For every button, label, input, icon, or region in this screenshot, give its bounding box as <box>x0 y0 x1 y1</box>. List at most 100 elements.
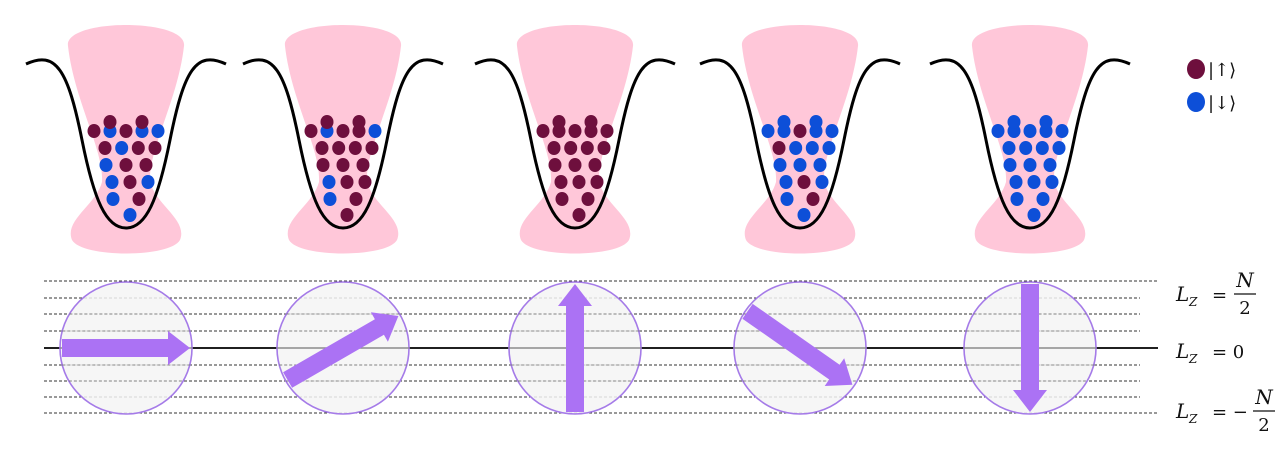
atom-spin-down <box>825 124 839 138</box>
atom-spin-down <box>1039 115 1053 129</box>
potential-well <box>929 58 1131 230</box>
atom-spin-up <box>568 158 582 172</box>
level-top-eq: = <box>1212 285 1227 306</box>
atom-spin-down <box>1045 175 1059 189</box>
legend-spin-up-dot <box>1187 59 1205 79</box>
atom-spin-up <box>536 124 550 138</box>
atom-spin-up <box>304 124 318 138</box>
atom-spin-up <box>340 208 354 222</box>
atom-spin-down <box>777 115 791 129</box>
potential-well <box>242 58 444 230</box>
atom-spin-up <box>320 115 334 129</box>
level-top-denominator: 2 <box>1239 298 1250 319</box>
atom-spin-up <box>332 141 346 155</box>
atom-spin-up <box>132 192 146 206</box>
level-label-middle: L Z = 0 <box>1175 339 1244 366</box>
atom-spin-up <box>352 115 366 129</box>
atom-spin-down <box>322 175 336 189</box>
atom-spin-down <box>1009 175 1023 189</box>
potential-well <box>25 58 227 230</box>
atom-spin-up <box>336 124 350 138</box>
atom-spin-up <box>365 141 379 155</box>
spin-arrow <box>1013 284 1047 412</box>
trap <box>25 25 227 254</box>
atom-spin-down <box>151 124 165 138</box>
atom-spin-down <box>779 175 793 189</box>
spin-arrow <box>283 312 399 388</box>
atom-spin-down <box>106 192 120 206</box>
atom-spin-down <box>105 175 119 189</box>
level-bottom-numerator: N <box>1254 385 1274 409</box>
level-top-sub: Z <box>1188 295 1198 309</box>
atom-spin-down <box>1027 175 1041 189</box>
atom-spin-up <box>336 158 350 172</box>
atom-spin-down <box>1027 208 1041 222</box>
atom-spin-down <box>813 158 827 172</box>
atom-spin-up <box>600 124 614 138</box>
atom-spin-down <box>141 175 155 189</box>
atom-spin-up <box>597 141 611 155</box>
atom-spin-up <box>103 115 117 129</box>
legend-spin-down-label: |↓⟩ <box>1208 93 1236 114</box>
atom-spin-down <box>805 141 819 155</box>
level-middle-l: L <box>1175 339 1189 363</box>
atom-spin-down <box>1003 158 1017 172</box>
atom-spin-up <box>806 192 820 206</box>
atom-spin-up <box>572 175 586 189</box>
atom-spin-up <box>552 115 566 129</box>
atom-spin-up <box>584 115 598 129</box>
atom-spin-down <box>1043 158 1057 172</box>
atom-spin-down <box>773 158 787 172</box>
bloch-sphere <box>963 281 1097 415</box>
atom-spin-up <box>119 124 133 138</box>
atom-spin-up <box>568 124 582 138</box>
atom-spin-down <box>822 141 836 155</box>
atom-spin-down <box>991 124 1005 138</box>
level-top-l: L <box>1175 282 1189 306</box>
atom-spin-down <box>323 192 337 206</box>
atom-spin-up <box>554 175 568 189</box>
bloch-sphere <box>59 281 193 415</box>
atom-spin-up <box>797 175 811 189</box>
atom-spin-up <box>119 158 133 172</box>
atom-spin-up <box>564 141 578 155</box>
legend-spin-down-dot <box>1187 92 1205 112</box>
level-bottom-sub: Z <box>1188 412 1198 426</box>
level-bottom-l: L <box>1175 399 1189 423</box>
legend-spin-up-label: |↑⟩ <box>1208 60 1236 81</box>
atom-spin-up <box>555 192 569 206</box>
atom-spin-up <box>588 158 602 172</box>
atom-spin-down <box>368 124 382 138</box>
trap <box>929 25 1131 254</box>
atom-spin-down <box>793 158 807 172</box>
atom-spin-up <box>87 124 101 138</box>
atom-spin-down <box>1010 192 1024 206</box>
atom-spin-up <box>772 141 786 155</box>
atom-spin-down <box>1002 141 1016 155</box>
legend: |↑⟩ |↓⟩ <box>1187 59 1236 114</box>
level-label-bottom: L Z = − N 2 <box>1175 385 1275 436</box>
trap <box>242 25 444 254</box>
atom-spin-up <box>139 158 153 172</box>
atom-spin-up <box>572 208 586 222</box>
spin-arrow <box>62 331 190 365</box>
trap <box>699 25 901 254</box>
atom-spin-down <box>797 208 811 222</box>
atom-spin-down <box>1052 141 1066 155</box>
atom-spin-up <box>580 141 594 155</box>
atom-spin-up <box>148 141 162 155</box>
traps <box>25 25 1131 254</box>
atom-spin-up <box>348 141 362 155</box>
atom-spin-down <box>1023 124 1037 138</box>
atom-spin-down <box>1023 158 1037 172</box>
atom-spin-up <box>315 141 329 155</box>
atom-spin-up <box>123 175 137 189</box>
atom-spin-up <box>793 124 807 138</box>
atom-spin-down <box>789 141 803 155</box>
level-label-top: L Z = N 2 <box>1175 268 1256 319</box>
atom-spin-up <box>340 175 354 189</box>
atom-spin-down <box>1035 141 1049 155</box>
potential-well <box>699 58 901 230</box>
atom-spin-up <box>135 115 149 129</box>
